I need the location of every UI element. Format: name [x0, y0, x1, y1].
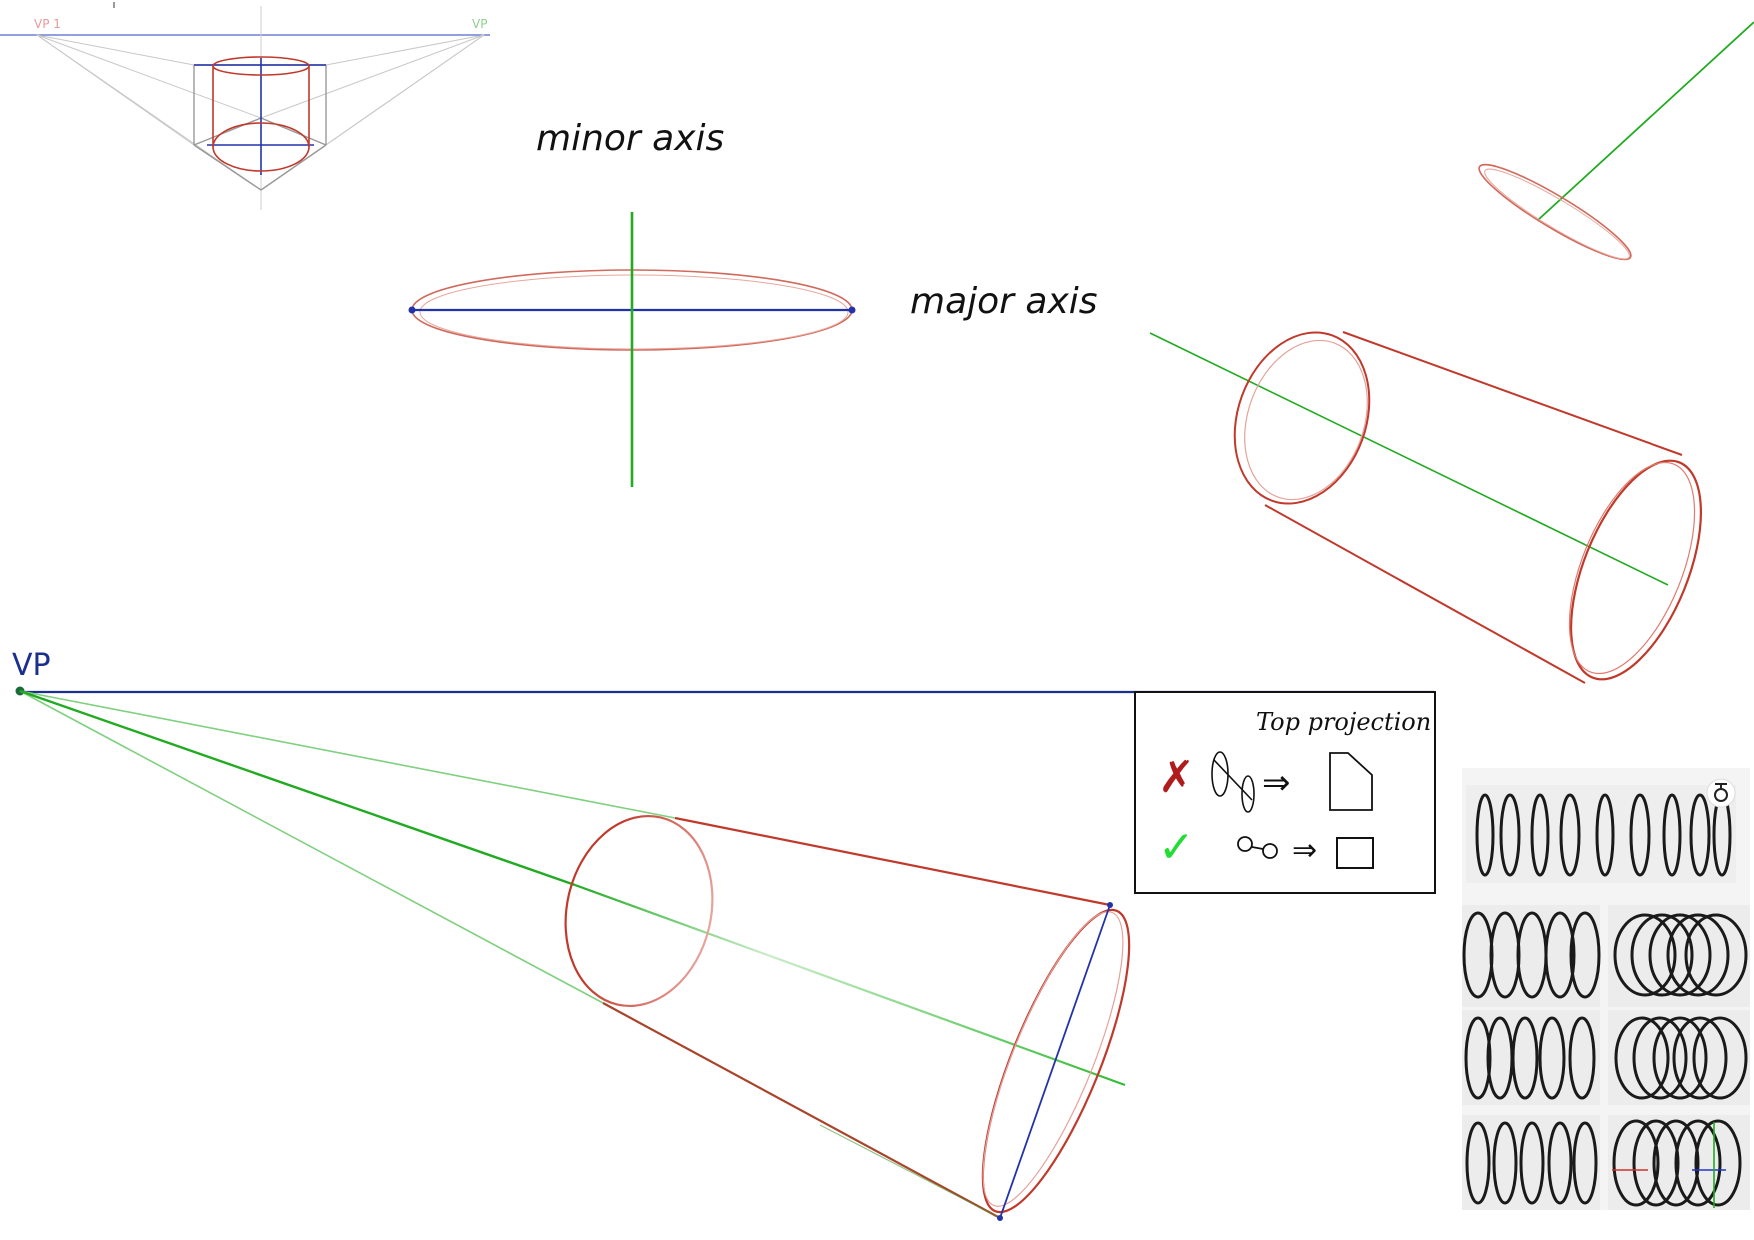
right-example-sketch — [1237, 836, 1278, 859]
ray-lower — [19, 690, 604, 1004]
cone-lower-edge-green — [819, 1124, 1001, 1219]
ring-r2r-0 — [1613, 913, 1677, 997]
ring-r4r-0 — [1612, 1119, 1660, 1207]
ring-top-0 — [1475, 793, 1495, 877]
ring-r3r-4 — [1692, 1016, 1748, 1100]
top-projection-box: Top projection ✗ ⇒ ✓ ⇒ — [1134, 691, 1436, 894]
major-axis-label: major axis — [910, 281, 1098, 322]
vp-main-label: VP — [12, 648, 51, 683]
cylinder-right-top-edge — [1342, 331, 1683, 456]
ring-r4l-1 — [1492, 1121, 1518, 1205]
ring-top-4 — [1595, 793, 1615, 877]
axis-cross-small — [194, 58, 326, 175]
ring-top-7 — [1689, 793, 1711, 877]
major-axis-endpoint-right — [848, 306, 856, 314]
cone-upper-edge — [674, 816, 1111, 907]
top-projection-title: Top projection — [1256, 708, 1431, 736]
ring-r3l-0 — [1464, 1016, 1492, 1100]
two-point-perspective-sketch: VP 1 VP — [0, 2, 490, 210]
ring-r2l-3 — [1544, 911, 1576, 999]
cone-far-ellipse-sketch — [982, 911, 1124, 1207]
cylinder-small — [212, 56, 310, 172]
ring-r4l-4 — [1572, 1121, 1598, 1205]
ring-top-5 — [1629, 793, 1651, 877]
ring-r2r-1 — [1630, 913, 1694, 997]
demo-ellipse-sketch — [419, 274, 849, 350]
cone-lower-edge — [602, 1002, 1001, 1219]
ring-r4l-2 — [1519, 1121, 1545, 1205]
cylinder-right-far-ellipse-sketch — [1568, 461, 1696, 675]
cone-far-major-axis — [999, 904, 1111, 1219]
cylinder-right-near-ellipse-sketch — [1244, 339, 1368, 501]
ring-r4r-1 — [1632, 1119, 1680, 1207]
cone-far-axis-bottom — [997, 1215, 1003, 1221]
minor-axis-label: minor axis — [536, 118, 724, 159]
right-arrow-icon: ⇒ — [1292, 833, 1317, 868]
wrong-mark-icon: ✗ — [1158, 752, 1195, 803]
ring-r3r-1 — [1632, 1016, 1688, 1100]
ring-r3r-0 — [1614, 1016, 1670, 1100]
cylinder-right-bottom-edge — [1264, 504, 1586, 684]
major-axis-endpoint-left — [408, 306, 416, 314]
cylinder-right-axis — [1149, 332, 1669, 586]
ring-top-3 — [1559, 793, 1581, 877]
wrong-arrow-icon: ⇒ — [1262, 763, 1291, 803]
tilted-ellipse — [1478, 163, 1632, 261]
ring-top-2 — [1530, 793, 1550, 877]
vp1-small-label: VP 1 — [34, 17, 61, 31]
ellipse-axes-demo: minor axis major axis — [408, 118, 1098, 487]
cone-far-axis-top — [1107, 902, 1113, 908]
main-axis-line-fade — [574, 883, 1126, 1087]
rotate-icon[interactable] — [1706, 778, 1736, 808]
ring-r2r-2 — [1648, 913, 1712, 997]
wrong-projection-shape-icon — [1329, 752, 1373, 811]
ray-upper — [19, 690, 676, 819]
ring-r3l-2 — [1511, 1016, 1539, 1100]
ring-top-1 — [1499, 793, 1521, 877]
right-projection-square-icon — [1336, 837, 1374, 869]
ring-r4r-4 — [1694, 1119, 1742, 1207]
ring-r4l-3 — [1547, 1121, 1573, 1205]
cylinder-right — [1149, 331, 1703, 684]
ring-r4r-3 — [1674, 1119, 1722, 1207]
ring-r3l-3 — [1538, 1016, 1566, 1100]
ring-r2r-3 — [1666, 913, 1730, 997]
cylinder-right-near-ellipse — [1233, 331, 1371, 505]
wrong-example-sketch — [1211, 751, 1255, 813]
ring-r2r-4 — [1684, 913, 1748, 997]
ring-r4r-2 — [1652, 1119, 1700, 1207]
top-projection-frame — [1134, 691, 1436, 894]
ring-r3r-3 — [1672, 1016, 1728, 1100]
ring-r3r-2 — [1652, 1016, 1708, 1100]
ring-r3l-4 — [1568, 1016, 1596, 1100]
rotate-icon-glyph — [1714, 783, 1728, 802]
cone-near-ellipse — [564, 814, 714, 1008]
ring-reference-panel — [1462, 768, 1750, 1210]
tilted-ellipse-demo — [1478, 21, 1754, 261]
ring-r4l-0 — [1465, 1121, 1491, 1205]
cylinder-right-far-ellipse — [1569, 459, 1703, 681]
vp2-small-label: VP — [472, 17, 487, 31]
right-mark-icon: ✓ — [1158, 822, 1195, 873]
ring-top-6 — [1662, 793, 1682, 877]
tilted-axis-line — [1537, 21, 1754, 221]
tilted-ellipse-sketch — [1484, 168, 1630, 260]
main-axis-line — [19, 689, 576, 887]
ring-r2l-4 — [1569, 911, 1601, 999]
